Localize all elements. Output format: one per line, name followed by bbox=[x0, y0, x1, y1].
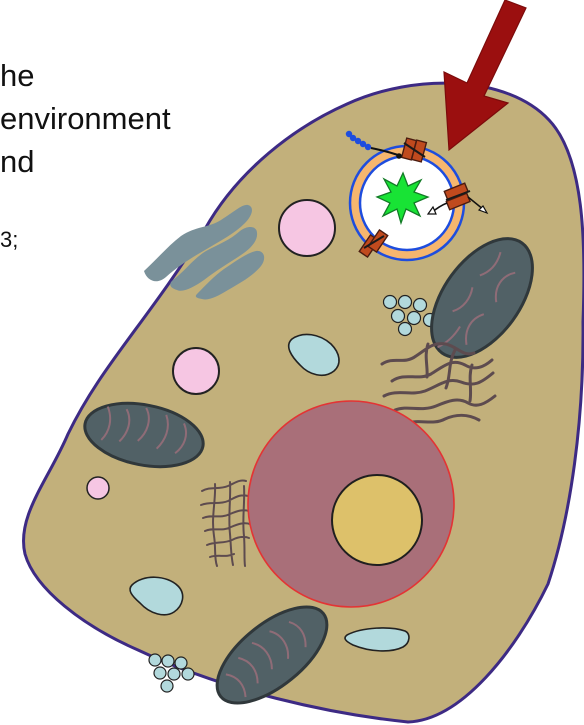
vacuole-small bbox=[87, 477, 109, 499]
membrane-channel-top bbox=[402, 138, 427, 162]
signal-starburst bbox=[377, 173, 428, 223]
vacuole-large bbox=[279, 200, 335, 256]
vacuole-medium bbox=[173, 348, 219, 394]
nucleolus bbox=[332, 475, 422, 565]
